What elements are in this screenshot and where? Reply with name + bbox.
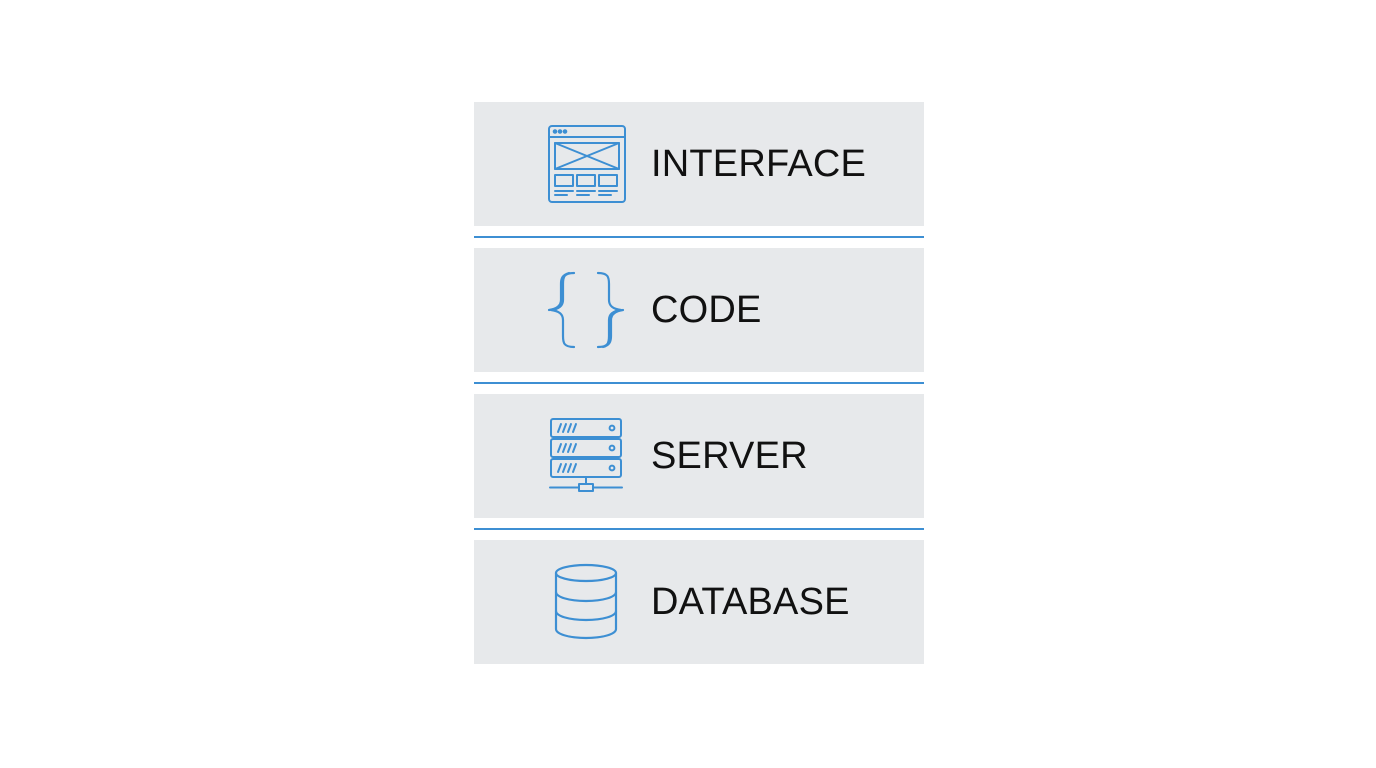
browser-window-icon — [546, 124, 626, 204]
layer-label: CODE — [651, 289, 762, 331]
layer-server: SERVER — [474, 394, 924, 518]
layer-divider — [474, 528, 924, 530]
layer-interface: INTERFACE — [474, 102, 924, 226]
architecture-stack: INTERFACE CODE — [474, 102, 924, 664]
layer-code: CODE — [474, 248, 924, 372]
layer-label: DATABASE — [651, 581, 850, 623]
layer-label: INTERFACE — [651, 143, 867, 185]
layer-divider — [474, 382, 924, 384]
curly-braces-icon — [546, 270, 626, 350]
layer-label: SERVER — [651, 435, 808, 477]
layer-divider — [474, 236, 924, 238]
database-icon — [546, 562, 626, 642]
server-rack-icon — [546, 416, 626, 496]
layer-database: DATABASE — [474, 540, 924, 664]
